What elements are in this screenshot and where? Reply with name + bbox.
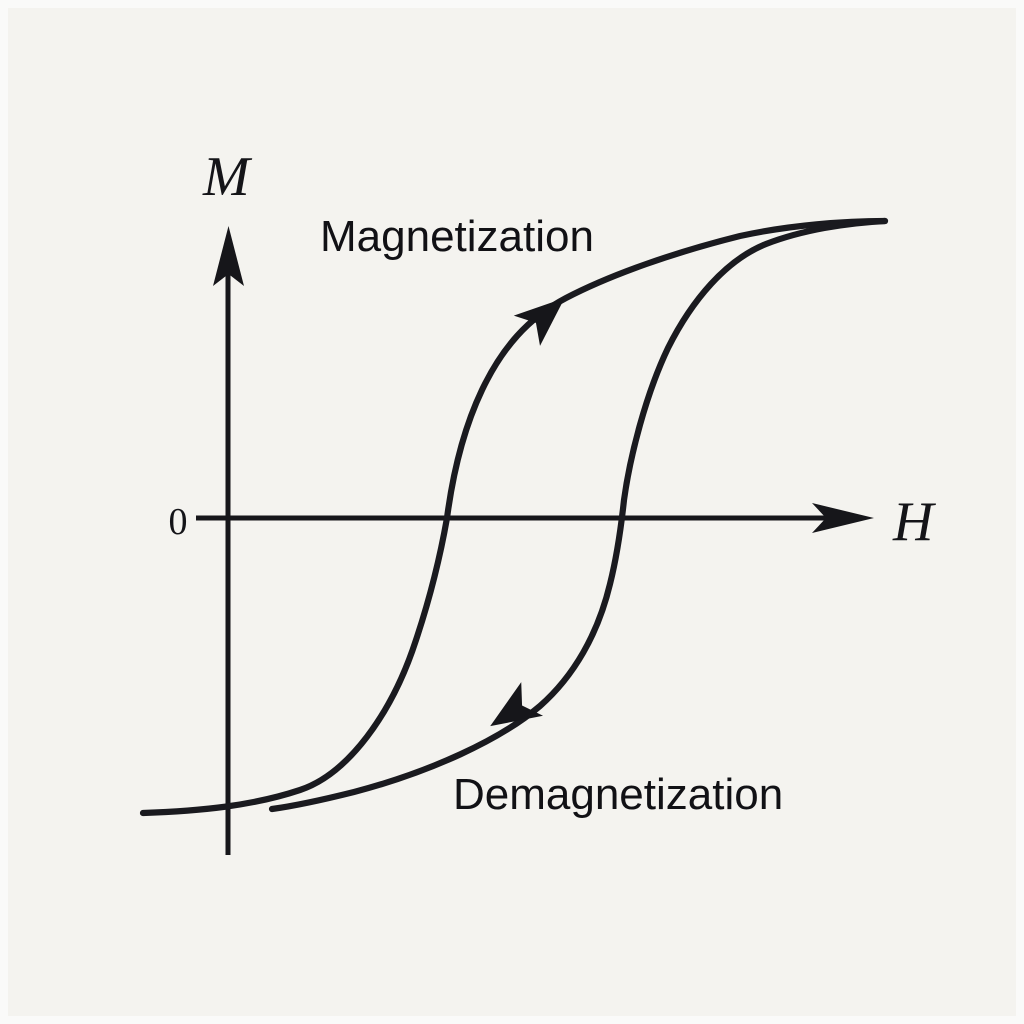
hysteresis-curves-group: [139, 217, 889, 817]
magnetization-label: Magnetization: [320, 212, 594, 261]
origin-label: 0: [169, 501, 188, 543]
demagnetization-branch: [268, 217, 889, 813]
axes-group: [196, 226, 874, 855]
demagnetization-label: Demagnetization: [453, 770, 783, 819]
magnetization-axis-arrowhead: [213, 226, 244, 286]
magnetization-arrowhead: [513, 297, 565, 346]
m-axis-label: M: [202, 146, 253, 208]
h-axis-label: H: [892, 491, 936, 553]
field-axis-arrowhead: [812, 503, 874, 533]
demagnetization-arrowhead: [490, 682, 544, 727]
magnetization-branch: [139, 217, 889, 817]
labels-group: M H 0 Magnetization Demagnetization: [169, 146, 937, 819]
